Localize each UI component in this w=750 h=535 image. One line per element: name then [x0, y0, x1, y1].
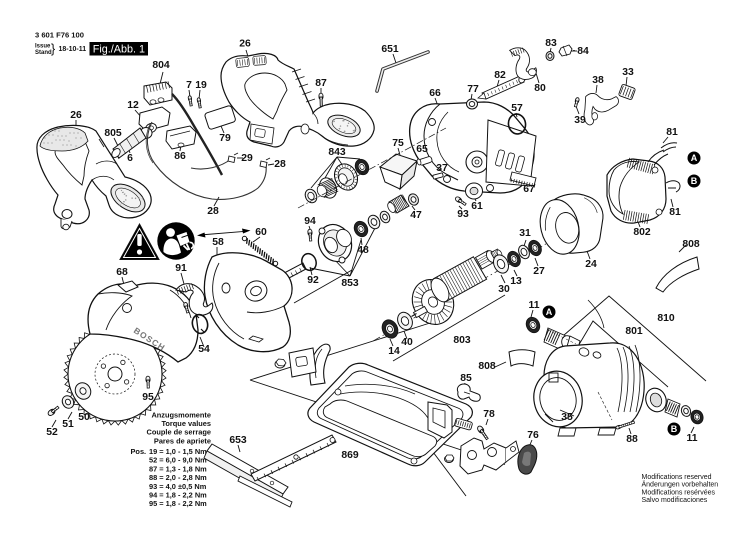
svg-text:Anzugsmomente: Anzugsmomente [151, 411, 211, 420]
svg-text:33: 33 [622, 67, 634, 78]
svg-text:}: } [51, 42, 55, 56]
svg-text:651: 651 [381, 44, 399, 55]
svg-text:95 = 1,8 - 2,2 Nm: 95 = 1,8 - 2,2 Nm [149, 499, 207, 508]
svg-text:48: 48 [357, 245, 369, 256]
svg-text:92: 92 [307, 275, 319, 286]
svg-text:Pos.: Pos. [131, 447, 147, 456]
svg-text:93: 93 [457, 209, 469, 220]
svg-text:78: 78 [483, 409, 495, 420]
svg-text:Modifications resérvées: Modifications resérvées [642, 489, 716, 496]
svg-text:93 = 4,0 ±0,5 Nm: 93 = 4,0 ±0,5 Nm [149, 482, 207, 491]
svg-text:57: 57 [511, 103, 523, 114]
svg-text:67: 67 [523, 184, 535, 195]
svg-text:88 = 2,0 - 2,8 Nm: 88 = 2,0 - 2,8 Nm [149, 473, 207, 482]
svg-text:29: 29 [241, 153, 253, 164]
svg-text:801: 801 [625, 326, 643, 337]
svg-text:653: 653 [229, 435, 247, 446]
svg-text:11: 11 [529, 300, 540, 311]
svg-text:38: 38 [592, 75, 604, 86]
svg-text:18-10-11: 18-10-11 [59, 46, 87, 53]
svg-text:65: 65 [416, 144, 428, 155]
svg-text:95: 95 [142, 392, 154, 403]
svg-text:Pares de apriete: Pares de apriete [154, 436, 211, 445]
svg-text:26: 26 [70, 110, 82, 121]
svg-text:87: 87 [315, 78, 327, 89]
svg-text:Stand: Stand [35, 50, 52, 56]
svg-text:804: 804 [152, 60, 170, 71]
svg-text:3 601 F76 100: 3 601 F76 100 [35, 31, 84, 40]
svg-text:Änderungen vorbehalten: Änderungen vorbehalten [642, 481, 719, 489]
svg-text:27: 27 [533, 266, 545, 277]
svg-text:30: 30 [498, 284, 510, 295]
svg-text:808: 808 [478, 361, 496, 372]
svg-text:7: 7 [186, 80, 192, 91]
svg-text:853: 853 [341, 278, 359, 289]
svg-text:805: 805 [104, 128, 122, 139]
svg-text:52: 52 [46, 427, 58, 438]
svg-text:31: 31 [519, 228, 531, 239]
svg-text:37: 37 [436, 163, 448, 174]
svg-text:85: 85 [460, 373, 472, 384]
svg-text:79: 79 [219, 133, 231, 144]
svg-text:14: 14 [388, 346, 400, 357]
svg-text:61: 61 [471, 201, 483, 212]
svg-text:94 = 1,8 - 2,2 Nm: 94 = 1,8 - 2,2 Nm [149, 491, 207, 500]
svg-text:58: 58 [212, 237, 224, 248]
svg-text:19: 19 [195, 80, 207, 91]
svg-text:94: 94 [304, 216, 316, 227]
svg-text:51: 51 [62, 419, 74, 430]
svg-text:13: 13 [510, 276, 522, 287]
svg-text:87 = 1,3 - 1,8 Nm: 87 = 1,3 - 1,8 Nm [149, 464, 207, 473]
svg-text:Salvo modificaciones: Salvo modificaciones [642, 497, 708, 504]
svg-text:81: 81 [669, 207, 681, 218]
svg-text:75: 75 [392, 138, 404, 149]
svg-text:52 = 6,0 - 9,0 Nm: 52 = 6,0 - 9,0 Nm [149, 456, 207, 465]
svg-text:86: 86 [174, 151, 186, 162]
svg-text:12: 12 [127, 100, 139, 111]
svg-text:6: 6 [127, 153, 133, 164]
svg-text:11: 11 [687, 433, 698, 444]
svg-text:802: 802 [633, 227, 651, 238]
svg-text:A: A [546, 307, 553, 317]
svg-text:810: 810 [657, 313, 675, 324]
svg-text:Modifications reserved: Modifications reserved [642, 474, 712, 481]
svg-text:28: 28 [207, 206, 219, 217]
svg-text:77: 77 [467, 84, 479, 95]
svg-text:84: 84 [577, 46, 589, 57]
svg-text:28: 28 [274, 159, 286, 170]
svg-text:66: 66 [429, 88, 441, 99]
svg-text:81: 81 [666, 127, 678, 138]
svg-text:76: 76 [527, 430, 539, 441]
svg-text:Couple de serrage: Couple de serrage [147, 428, 211, 437]
svg-text:88: 88 [626, 434, 638, 445]
svg-text:39: 39 [574, 115, 586, 126]
svg-text:Issue: Issue [35, 44, 51, 50]
svg-text:80: 80 [534, 83, 546, 94]
svg-text:B: B [671, 424, 678, 434]
svg-text:B: B [691, 176, 698, 186]
svg-text:47: 47 [410, 210, 422, 221]
svg-text:803: 803 [453, 335, 471, 346]
svg-text:40: 40 [401, 337, 413, 348]
svg-text:60: 60 [255, 227, 267, 238]
svg-text:26: 26 [239, 39, 251, 50]
svg-text:50: 50 [78, 412, 90, 423]
svg-text:19 = 1,0 - 1,5 Nm: 19 = 1,0 - 1,5 Nm [149, 447, 207, 456]
svg-text:Fig./Abb. 1: Fig./Abb. 1 [93, 44, 145, 56]
svg-text:68: 68 [116, 267, 128, 278]
svg-text:82: 82 [494, 70, 506, 81]
svg-text:A: A [691, 153, 698, 163]
svg-text:91: 91 [175, 263, 187, 274]
svg-text:843: 843 [328, 147, 346, 158]
svg-text:Torque values: Torque values [161, 419, 211, 428]
svg-text:83: 83 [545, 38, 557, 49]
svg-text:54: 54 [198, 344, 210, 355]
svg-text:24: 24 [585, 259, 597, 270]
svg-text:869: 869 [341, 450, 359, 461]
svg-text:35: 35 [561, 412, 573, 423]
svg-text:808: 808 [682, 239, 700, 250]
